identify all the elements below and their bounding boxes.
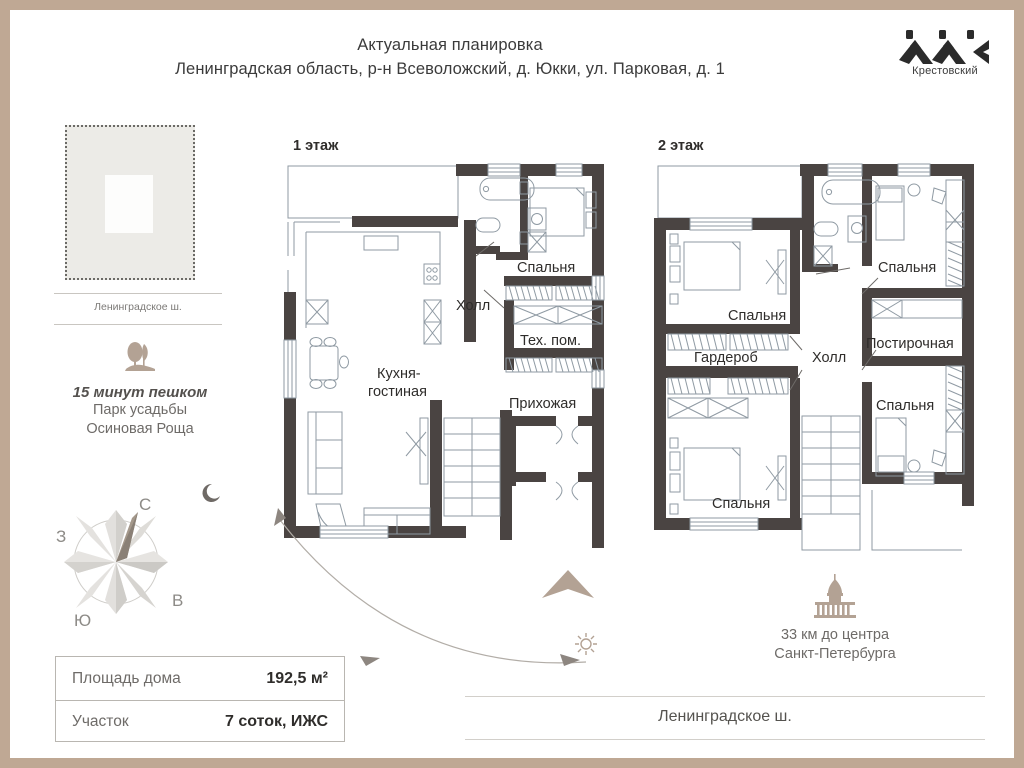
room-label-entrance-1: Прихожая — [509, 396, 576, 412]
compass-label-east: В — [172, 591, 183, 610]
road-line-top — [54, 293, 222, 294]
sidebar-road-strip: Ленинградское ш. — [54, 293, 222, 325]
road-line-bottom — [54, 324, 222, 325]
poster-page: Актуальная планировка Ленинградская обла… — [10, 10, 1014, 758]
park-walk-time: 15 минут пешком — [72, 384, 208, 401]
room-label-bedroom-1: Спальня — [517, 260, 575, 276]
zhk-roof-logo-icon — [899, 30, 989, 64]
info-value: 192,5 м² — [266, 669, 328, 687]
room-label-bedroom-2a: Спальня — [878, 260, 936, 276]
room-label-kitchen-line1: Кухня- — [377, 366, 421, 382]
sun-path-arc-icon — [202, 483, 597, 666]
spb-distance-block: 33 км до центра Санкт-Петербурга — [710, 572, 960, 664]
floor-1-heading: 1 этаж — [293, 138, 339, 154]
info-value: 7 соток, ИЖС — [224, 713, 328, 730]
park-name-line2: Осиновая Роща — [86, 420, 194, 437]
info-label: Площадь дома — [72, 669, 181, 687]
moon-icon — [202, 483, 220, 502]
cathedral-icon — [814, 574, 856, 618]
room-label-bedroom-2b: Спальня — [728, 308, 786, 324]
table-row: Площадь дома 192,5 м² — [56, 657, 344, 700]
park-info-block: 15 минут пешком Парк усадьбы Осиновая Ро… — [40, 340, 240, 438]
room-label-tech-1: Тех. пом. — [520, 333, 581, 349]
up-triangle-marker-icon — [542, 570, 594, 598]
site-plot-house-icon — [105, 175, 153, 233]
compass-label-south: Ю — [74, 611, 91, 630]
room-label-bedroom-2d: Спальня — [876, 398, 934, 414]
brand-logo-text: Крестовский — [912, 65, 978, 77]
room-label-hall-2: Холл — [812, 350, 846, 366]
park-name-line1: Парк усадьбы — [92, 402, 188, 418]
header: Актуальная планировка Ленинградская обла… — [10, 10, 1014, 88]
page-title: Актуальная планировка — [357, 36, 543, 54]
floor-plan-2: Спальня Спальня Постирочная Гардероб Хол… — [654, 163, 974, 551]
arc-tail-arrow-icon — [560, 654, 580, 666]
room-label-bedroom-2e: Спальня — [712, 496, 770, 512]
arc-midpoint-arrow-icon — [360, 656, 380, 666]
bottom-road-line-top — [465, 696, 985, 697]
room-label-hall-1: Холл — [456, 298, 490, 314]
brand-logo[interactable]: Крестовский — [890, 30, 1000, 84]
room-label-wardrobe-2: Гардероб — [694, 350, 758, 366]
park-tree-icon — [125, 342, 155, 371]
bottom-road-strip: Ленинградское ш. — [465, 696, 985, 740]
bottom-road-label: Ленинградское ш. — [658, 708, 792, 725]
arc-arrowhead-icon — [274, 508, 286, 526]
info-label: Участок — [72, 713, 129, 730]
sun-icon — [575, 633, 597, 655]
compass-label-west: З — [56, 527, 66, 546]
compass-rose-icon: С З В Ю — [48, 480, 218, 630]
table-row: Участок 7 соток, ИЖС — [56, 700, 344, 743]
floor-2-heading: 2 этаж — [658, 138, 704, 154]
room-label-laundry-2: Постирочная — [866, 336, 954, 352]
summary-table: Площадь дома 192,5 м² Участок 7 соток, И… — [55, 656, 345, 742]
spb-distance-line1: 33 км до центра — [780, 627, 890, 643]
site-plot-diagram-icon — [65, 125, 195, 280]
sidebar-road-label: Ленинградское ш. — [94, 301, 182, 313]
page-subtitle-address: Ленинградская область, р-н Всеволожский,… — [175, 60, 725, 78]
compass-label-north: С — [139, 495, 151, 514]
room-label-kitchen-line2: гостиная — [368, 384, 427, 400]
floor-plan-1: Спальня Холл Тех. пом. Кухня- гостиная П… — [283, 163, 605, 548]
bottom-road-line-bottom — [465, 739, 985, 740]
spb-distance-line2: Санкт-Петербурга — [774, 645, 896, 662]
